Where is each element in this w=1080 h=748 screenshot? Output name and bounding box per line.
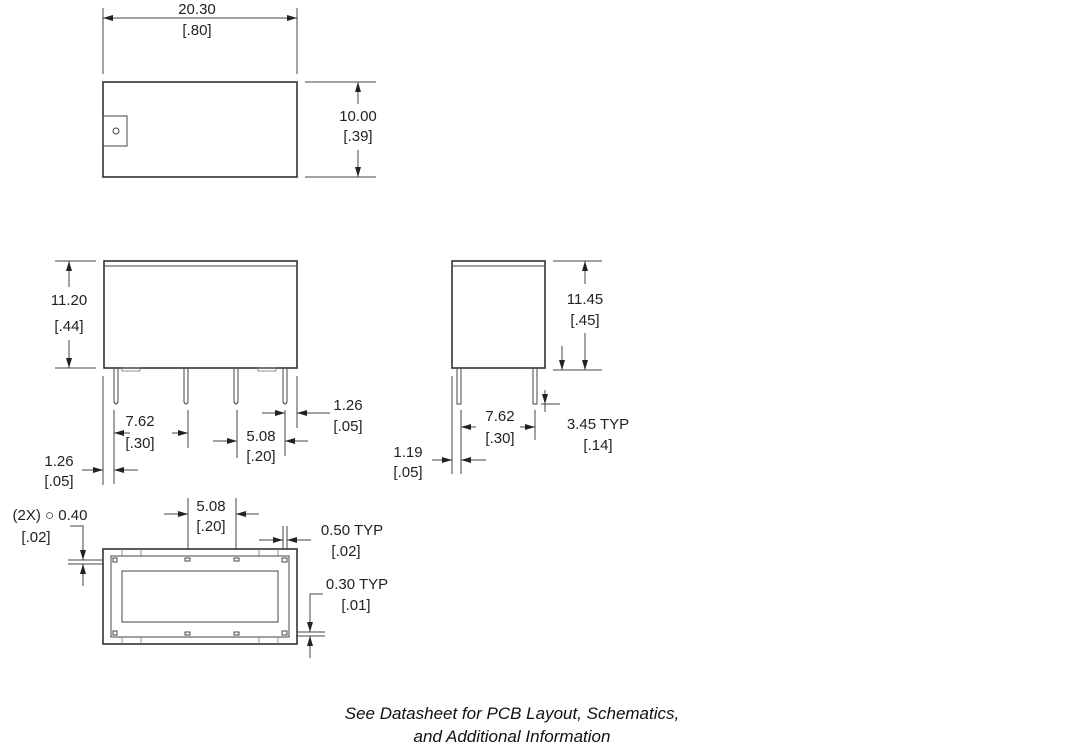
side-body-outline <box>451 260 546 369</box>
bottom-inner-outline <box>110 555 290 638</box>
front-view: 11.20 [.44] 7.62 [.30] 5.08 [.20] 1.26 [… <box>44 260 363 490</box>
wall-label: 0.30 TYP <box>326 576 388 593</box>
top-view: 20.30 [.80] 10.00 [.39] <box>102 1 377 178</box>
side-pitch-label: 7.62 <box>485 408 514 425</box>
pin-length-label: 3.45 TYP <box>567 416 629 433</box>
footer-note-line2: and Additional Information <box>414 727 611 746</box>
wall-inch-label: [.01] <box>341 597 370 614</box>
width-label: 20.30 <box>178 1 216 18</box>
pitch-a-inch-label: [.30] <box>125 435 154 452</box>
pin-pads <box>112 557 288 636</box>
side-view: 11.45 [.45] 7.62 [.30] 3.45 TYP [.14] 1.… <box>393 260 629 481</box>
pitch-a-label: 7.62 <box>125 413 154 430</box>
bottom-outer-outline <box>102 548 298 645</box>
front-body-outline <box>103 260 298 369</box>
edge-right-inch-label: [.05] <box>333 418 362 435</box>
side-pitch-inch-label: [.30] <box>485 430 514 447</box>
front-pins <box>113 368 288 405</box>
side-edge-label: 1.19 <box>393 444 422 461</box>
pad-inch-label: [.02] <box>331 543 360 560</box>
height-label: 10.00 <box>339 108 377 125</box>
top-tab <box>102 115 128 147</box>
side-height-inch-label: [.45] <box>570 312 599 329</box>
pin-diameter-inch-label: [.02] <box>21 529 50 546</box>
top-body-outline <box>102 81 298 178</box>
edge-left-label: 1.26 <box>44 453 73 470</box>
pitch-b-label: 5.08 <box>246 428 275 445</box>
side-height-label: 11.45 <box>567 291 603 308</box>
pad-label: 0.50 TYP <box>321 522 383 539</box>
pitch-b-inch-label: [.20] <box>246 448 275 465</box>
pin-length-inch-label: [.14] <box>583 437 612 454</box>
width-inch-label: [.80] <box>182 22 211 39</box>
bottom-pitch-label: 5.08 <box>196 498 225 515</box>
edge-right-label: 1.26 <box>333 397 362 414</box>
side-edge-inch-label: [.05] <box>393 464 422 481</box>
bottom-pitch-inch-label: [.20] <box>196 518 225 535</box>
front-height-inch-label: [.44] <box>54 318 83 335</box>
edge-left-inch-label: [.05] <box>44 473 73 490</box>
pin1-marker-icon <box>112 127 120 135</box>
height-inch-label: [.39] <box>343 128 372 145</box>
front-height-label: 11.20 <box>51 292 87 309</box>
bottom-view: 5.08 [.20] 0.50 TYP [.02] (2X) ○ 0.40 [.… <box>13 498 388 658</box>
pin-diameter-label: (2X) ○ 0.40 <box>13 507 88 524</box>
footer-note-line1: See Datasheet for PCB Layout, Schematics… <box>345 704 680 723</box>
bottom-window <box>121 570 279 623</box>
